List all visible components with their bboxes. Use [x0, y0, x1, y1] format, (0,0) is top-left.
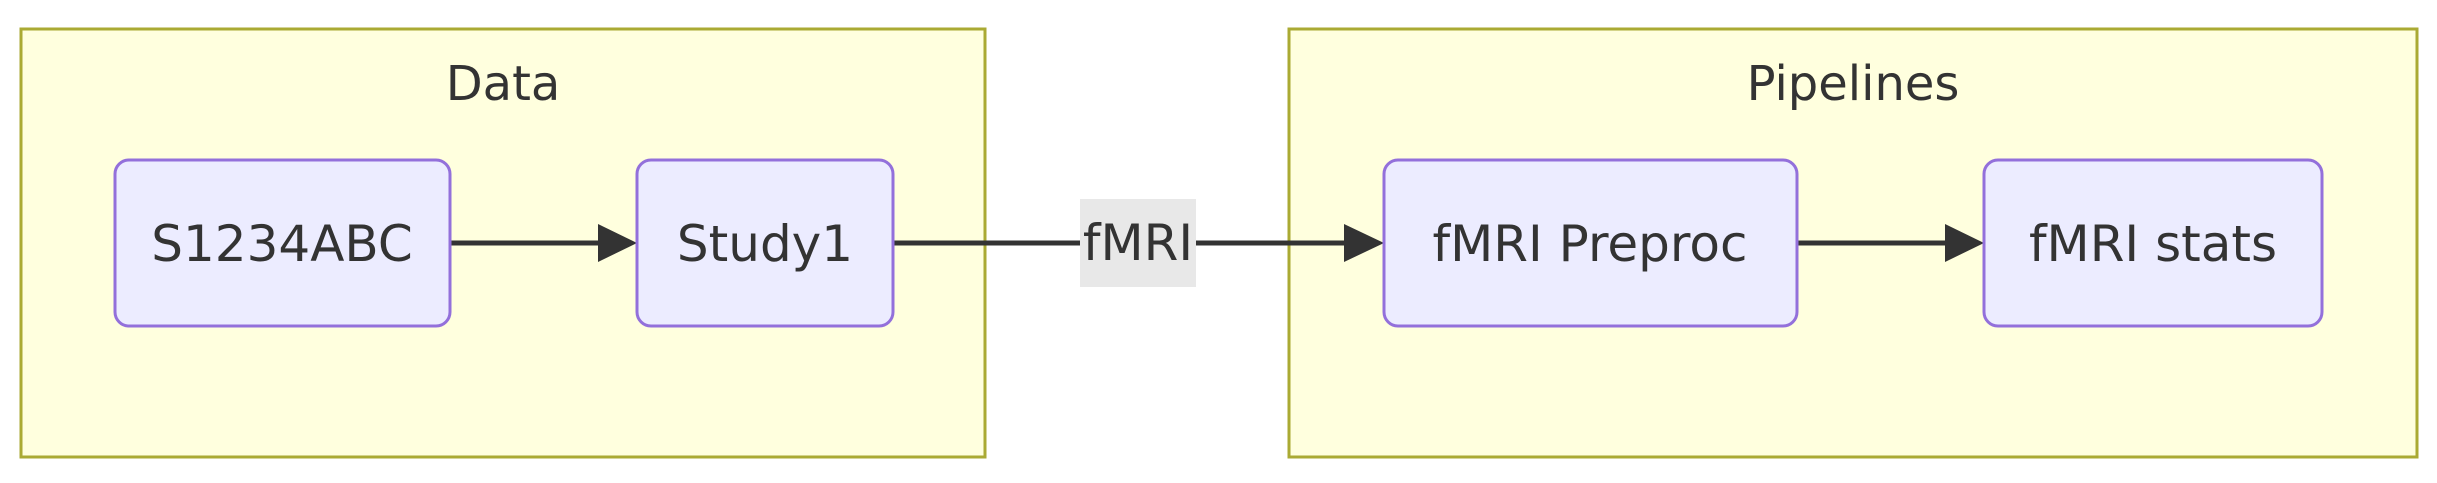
- node-study1-box[interactable]: [635, 158, 895, 328]
- node-fmri-preproc-box[interactable]: [1382, 158, 1799, 328]
- node-fmri-stats[interactable]: fMRI stats: [1982, 158, 2324, 328]
- edge-s1234abc-to-study1: [450, 224, 637, 262]
- node-fmri-preproc-label: fMRI Preproc: [1433, 215, 1748, 273]
- cluster-data-title: Data: [446, 56, 561, 112]
- node-s1234abc-box[interactable]: [113, 158, 452, 328]
- edge-label: fMRI: [1083, 214, 1193, 272]
- node-s1234abc-label: S1234ABC: [151, 215, 413, 273]
- node-fmri-stats-box[interactable]: [1982, 158, 2324, 328]
- arrow-head: [598, 224, 637, 262]
- node-fmri-stats-label: fMRI stats: [2029, 215, 2277, 273]
- edge-study1-to-fmri-preproc: fMRI: [893, 199, 1384, 287]
- edge-preproc-to-stats: [1797, 224, 1984, 262]
- node-study1[interactable]: Study1: [635, 158, 895, 328]
- arrow-head: [1344, 224, 1384, 262]
- node-fmri-preproc[interactable]: fMRI Preproc: [1382, 158, 1799, 328]
- node-s1234abc[interactable]: S1234ABC: [113, 158, 452, 328]
- cluster-pipelines-title: Pipelines: [1747, 56, 1960, 112]
- edge-label-background: [1080, 199, 1196, 287]
- node-study1-label: Study1: [677, 215, 853, 273]
- arrow-head: [1945, 224, 1984, 262]
